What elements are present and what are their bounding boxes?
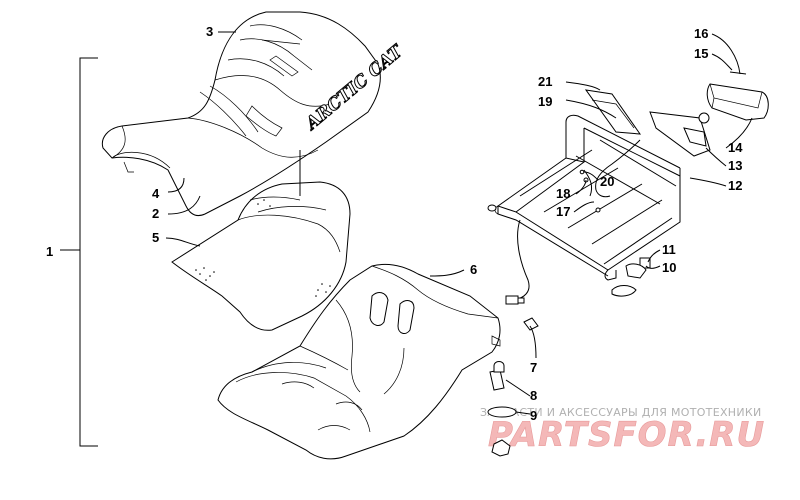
leader-lines	[165, 31, 753, 415]
watermark-logo: PARTSFOR.RU	[488, 415, 765, 455]
callout-7: 7	[530, 360, 537, 375]
callout-12: 12	[728, 178, 742, 193]
tail-light-mount	[505, 111, 711, 305]
seat-foam	[171, 181, 351, 331]
callout-3: 3	[206, 24, 213, 39]
seat-base	[217, 263, 501, 460]
callout-10: 10	[662, 260, 676, 275]
callout-5: 5	[152, 230, 159, 245]
callout-14: 14	[728, 140, 743, 155]
callout-1: 1	[46, 244, 53, 259]
reflector-strip	[584, 89, 642, 135]
callout-13: 13	[728, 158, 742, 173]
watermark-caption: ЗАПЧАСТИ И АКСЕССУАРЫ ДЛЯ МОТОТЕХНИКИ	[480, 406, 762, 419]
callout-15: 15	[694, 46, 708, 61]
callout-20: 20	[600, 174, 614, 189]
callout-9: 9	[530, 408, 537, 423]
callout-4: 4	[152, 186, 160, 201]
callout-6: 6	[470, 262, 477, 277]
callout-8: 8	[530, 388, 537, 403]
callout-11: 11	[662, 242, 676, 257]
callout-labels: 1 2 3 4 5 6 7 8 9 10 11 12 13 14 15 16 1…	[46, 24, 743, 423]
hardware	[487, 112, 710, 457]
callout-17: 17	[556, 204, 570, 219]
callout-19: 19	[538, 94, 552, 109]
callout-2: 2	[152, 206, 159, 221]
seat-cover: ARCTIC CAT	[101, 11, 408, 217]
assembly-bracket	[60, 57, 98, 447]
callout-18: 18	[556, 186, 570, 201]
callout-16: 16	[694, 26, 708, 41]
rear-rack	[487, 114, 681, 281]
tail-light-lens	[706, 71, 769, 121]
callout-21: 21	[538, 74, 552, 89]
watermark: ЗАПЧАСТИ И АКСЕССУАРЫ ДЛЯ МОТОТЕХНИКИ PA…	[480, 406, 765, 455]
